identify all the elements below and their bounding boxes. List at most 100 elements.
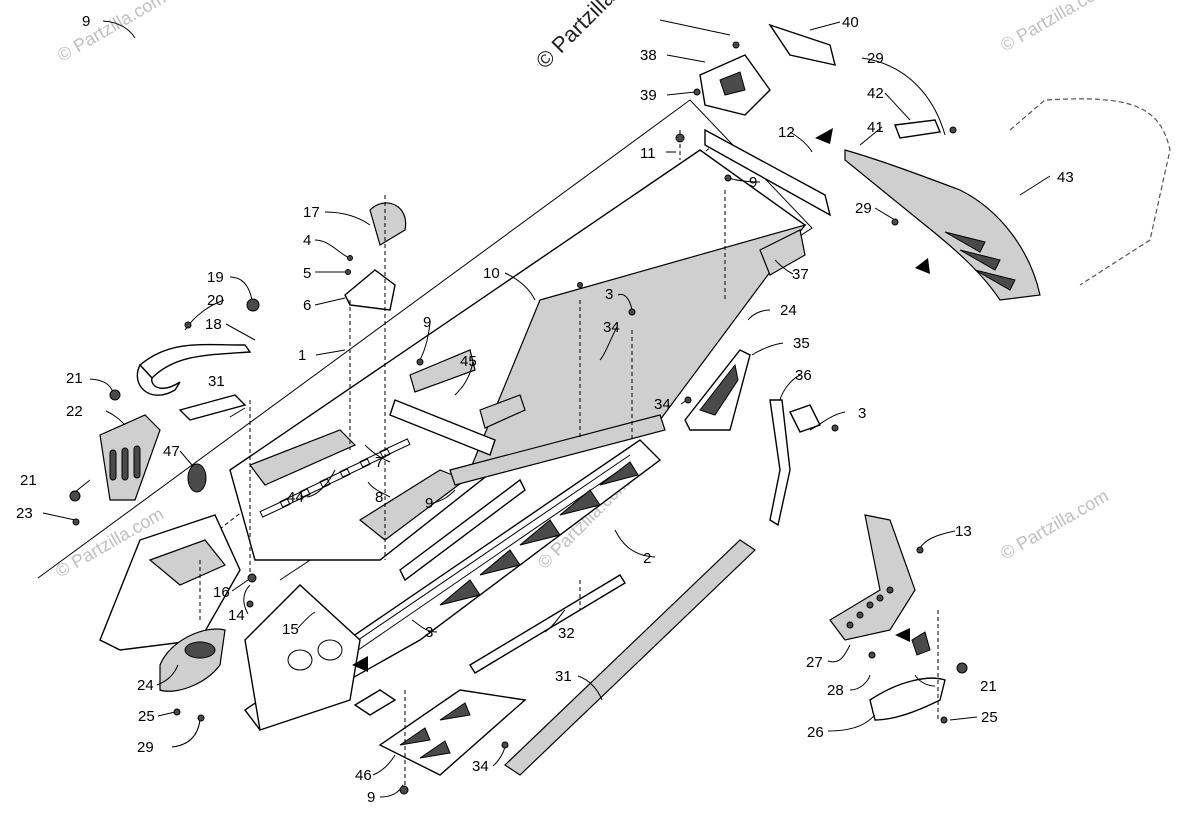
lower-bars bbox=[378, 539, 756, 776]
front-bulkhead-left bbox=[99, 514, 241, 651]
callout-15: 15 bbox=[282, 621, 299, 638]
callout-7: 7 bbox=[375, 454, 383, 471]
washer-3-right bbox=[831, 424, 839, 432]
right-footrest-assembly bbox=[829, 514, 946, 721]
callout-3: 3 bbox=[858, 405, 866, 422]
part-40-hitch-block bbox=[768, 23, 836, 66]
part-43-snowflap bbox=[844, 149, 1041, 301]
callout-13: 13 bbox=[955, 523, 972, 540]
callout-43: 43 bbox=[1057, 169, 1074, 186]
heat-exchanger-upper-b bbox=[479, 394, 526, 429]
tunnel-assembly bbox=[37, 99, 813, 582]
callout-12: 12 bbox=[778, 124, 795, 141]
center-rail bbox=[399, 478, 526, 582]
center-top-parts bbox=[344, 202, 407, 311]
direction-arrows bbox=[352, 128, 930, 672]
callout-37: 37 bbox=[792, 266, 809, 283]
callout-24: 24 bbox=[780, 302, 797, 319]
bolt-3-right bbox=[628, 308, 636, 316]
bolt-5 bbox=[345, 269, 351, 275]
callout-16: 16 bbox=[213, 584, 230, 601]
rear-bumper-outline bbox=[1009, 98, 1171, 286]
callout-19: 19 bbox=[207, 269, 224, 286]
watermark-main: © Partzilla bbox=[531, 0, 620, 74]
bolt-39 bbox=[693, 88, 701, 96]
callout-29: 29 bbox=[855, 200, 872, 217]
callout-25: 25 bbox=[981, 709, 998, 726]
nut-21-left bbox=[109, 389, 121, 401]
bolt-4 bbox=[347, 255, 353, 261]
callout-10: 10 bbox=[483, 265, 500, 282]
callout-20: 20 bbox=[207, 292, 224, 309]
callout-21: 21 bbox=[20, 472, 37, 489]
part-37-bracket bbox=[759, 229, 806, 276]
callout-11: 11 bbox=[640, 145, 656, 162]
part-36-flex-bar bbox=[769, 399, 791, 527]
hardware bbox=[69, 41, 968, 795]
left-footrest bbox=[159, 628, 226, 692]
side-plate-hole-a bbox=[287, 649, 313, 671]
callout-34: 34 bbox=[654, 396, 671, 413]
bolt-16 bbox=[247, 573, 257, 583]
bolt-13 bbox=[916, 546, 924, 554]
toe-hold-holes bbox=[846, 586, 894, 629]
part-32-rail bbox=[469, 574, 626, 674]
footrest-pad-hole bbox=[184, 641, 216, 659]
watermark-top-right: © Partzilla.com bbox=[997, 0, 1112, 55]
bolt-9-bottom bbox=[399, 785, 409, 795]
heat-exchanger-front bbox=[249, 429, 357, 486]
arrow-marker-13 bbox=[895, 628, 910, 642]
bolt-34-bottom bbox=[501, 741, 509, 749]
part-46-step-plate bbox=[378, 689, 527, 776]
callout-21: 21 bbox=[980, 678, 997, 695]
bolt-20 bbox=[184, 321, 192, 329]
front-bumper-plate bbox=[353, 689, 397, 716]
callout-3: 3 bbox=[425, 624, 433, 641]
front-side-plate bbox=[244, 584, 361, 731]
assembly-guides bbox=[199, 130, 939, 790]
part-42-decal bbox=[894, 119, 941, 139]
nut-21-lower bbox=[69, 490, 81, 502]
callout-27: 27 bbox=[806, 654, 823, 671]
bolt-25-right bbox=[940, 716, 948, 724]
bolt-29-mid bbox=[891, 218, 899, 226]
callout-9: 9 bbox=[367, 789, 375, 806]
callout-3: 3 bbox=[605, 286, 613, 303]
callout-34: 34 bbox=[603, 319, 620, 336]
callout-6: 6 bbox=[303, 297, 311, 314]
watermark-top-left: © Partzilla.com bbox=[54, 0, 169, 65]
part-17-cover bbox=[369, 202, 407, 246]
side-panel-cutout bbox=[699, 363, 739, 416]
cross-bar bbox=[389, 399, 496, 456]
callout-1: 1 bbox=[298, 347, 306, 364]
callout-2: 2 bbox=[643, 550, 651, 567]
bolt-9-rear bbox=[724, 174, 732, 182]
arrow-marker-43 bbox=[915, 258, 930, 274]
part-47-grommet bbox=[187, 463, 207, 493]
snowflap-ribs bbox=[944, 231, 1016, 291]
part-6-bracket bbox=[344, 269, 396, 311]
callout-25: 25 bbox=[138, 708, 155, 725]
callout-labels: 1 2 3 3 3 4 5 6 7 8 9 9 9 9 9 10 11 12 1… bbox=[16, 13, 1074, 806]
tunnel-slots bbox=[259, 438, 411, 518]
bolt-25-left bbox=[173, 708, 181, 716]
part-22-heat-shield bbox=[99, 414, 161, 501]
callout-21: 21 bbox=[66, 370, 83, 387]
callout-40: 40 bbox=[842, 14, 859, 31]
part-36-clamp bbox=[789, 404, 821, 433]
bolt-23 bbox=[72, 518, 80, 526]
leader-lines bbox=[42, 19, 1051, 798]
bolt-9-top bbox=[732, 41, 740, 49]
bolt-29-top bbox=[949, 126, 957, 134]
bulkhead-inner bbox=[148, 539, 226, 586]
running-board-holes bbox=[439, 461, 639, 606]
left-upper-parts bbox=[99, 343, 252, 501]
callout-9: 9 bbox=[423, 314, 431, 331]
rear-snowflap-assembly bbox=[844, 98, 1171, 301]
callout-24: 24 bbox=[137, 677, 154, 694]
footrest-clip bbox=[911, 631, 931, 656]
callout-28: 28 bbox=[827, 682, 844, 699]
callout-4: 4 bbox=[303, 232, 311, 249]
bolt-29-left bbox=[197, 714, 205, 722]
